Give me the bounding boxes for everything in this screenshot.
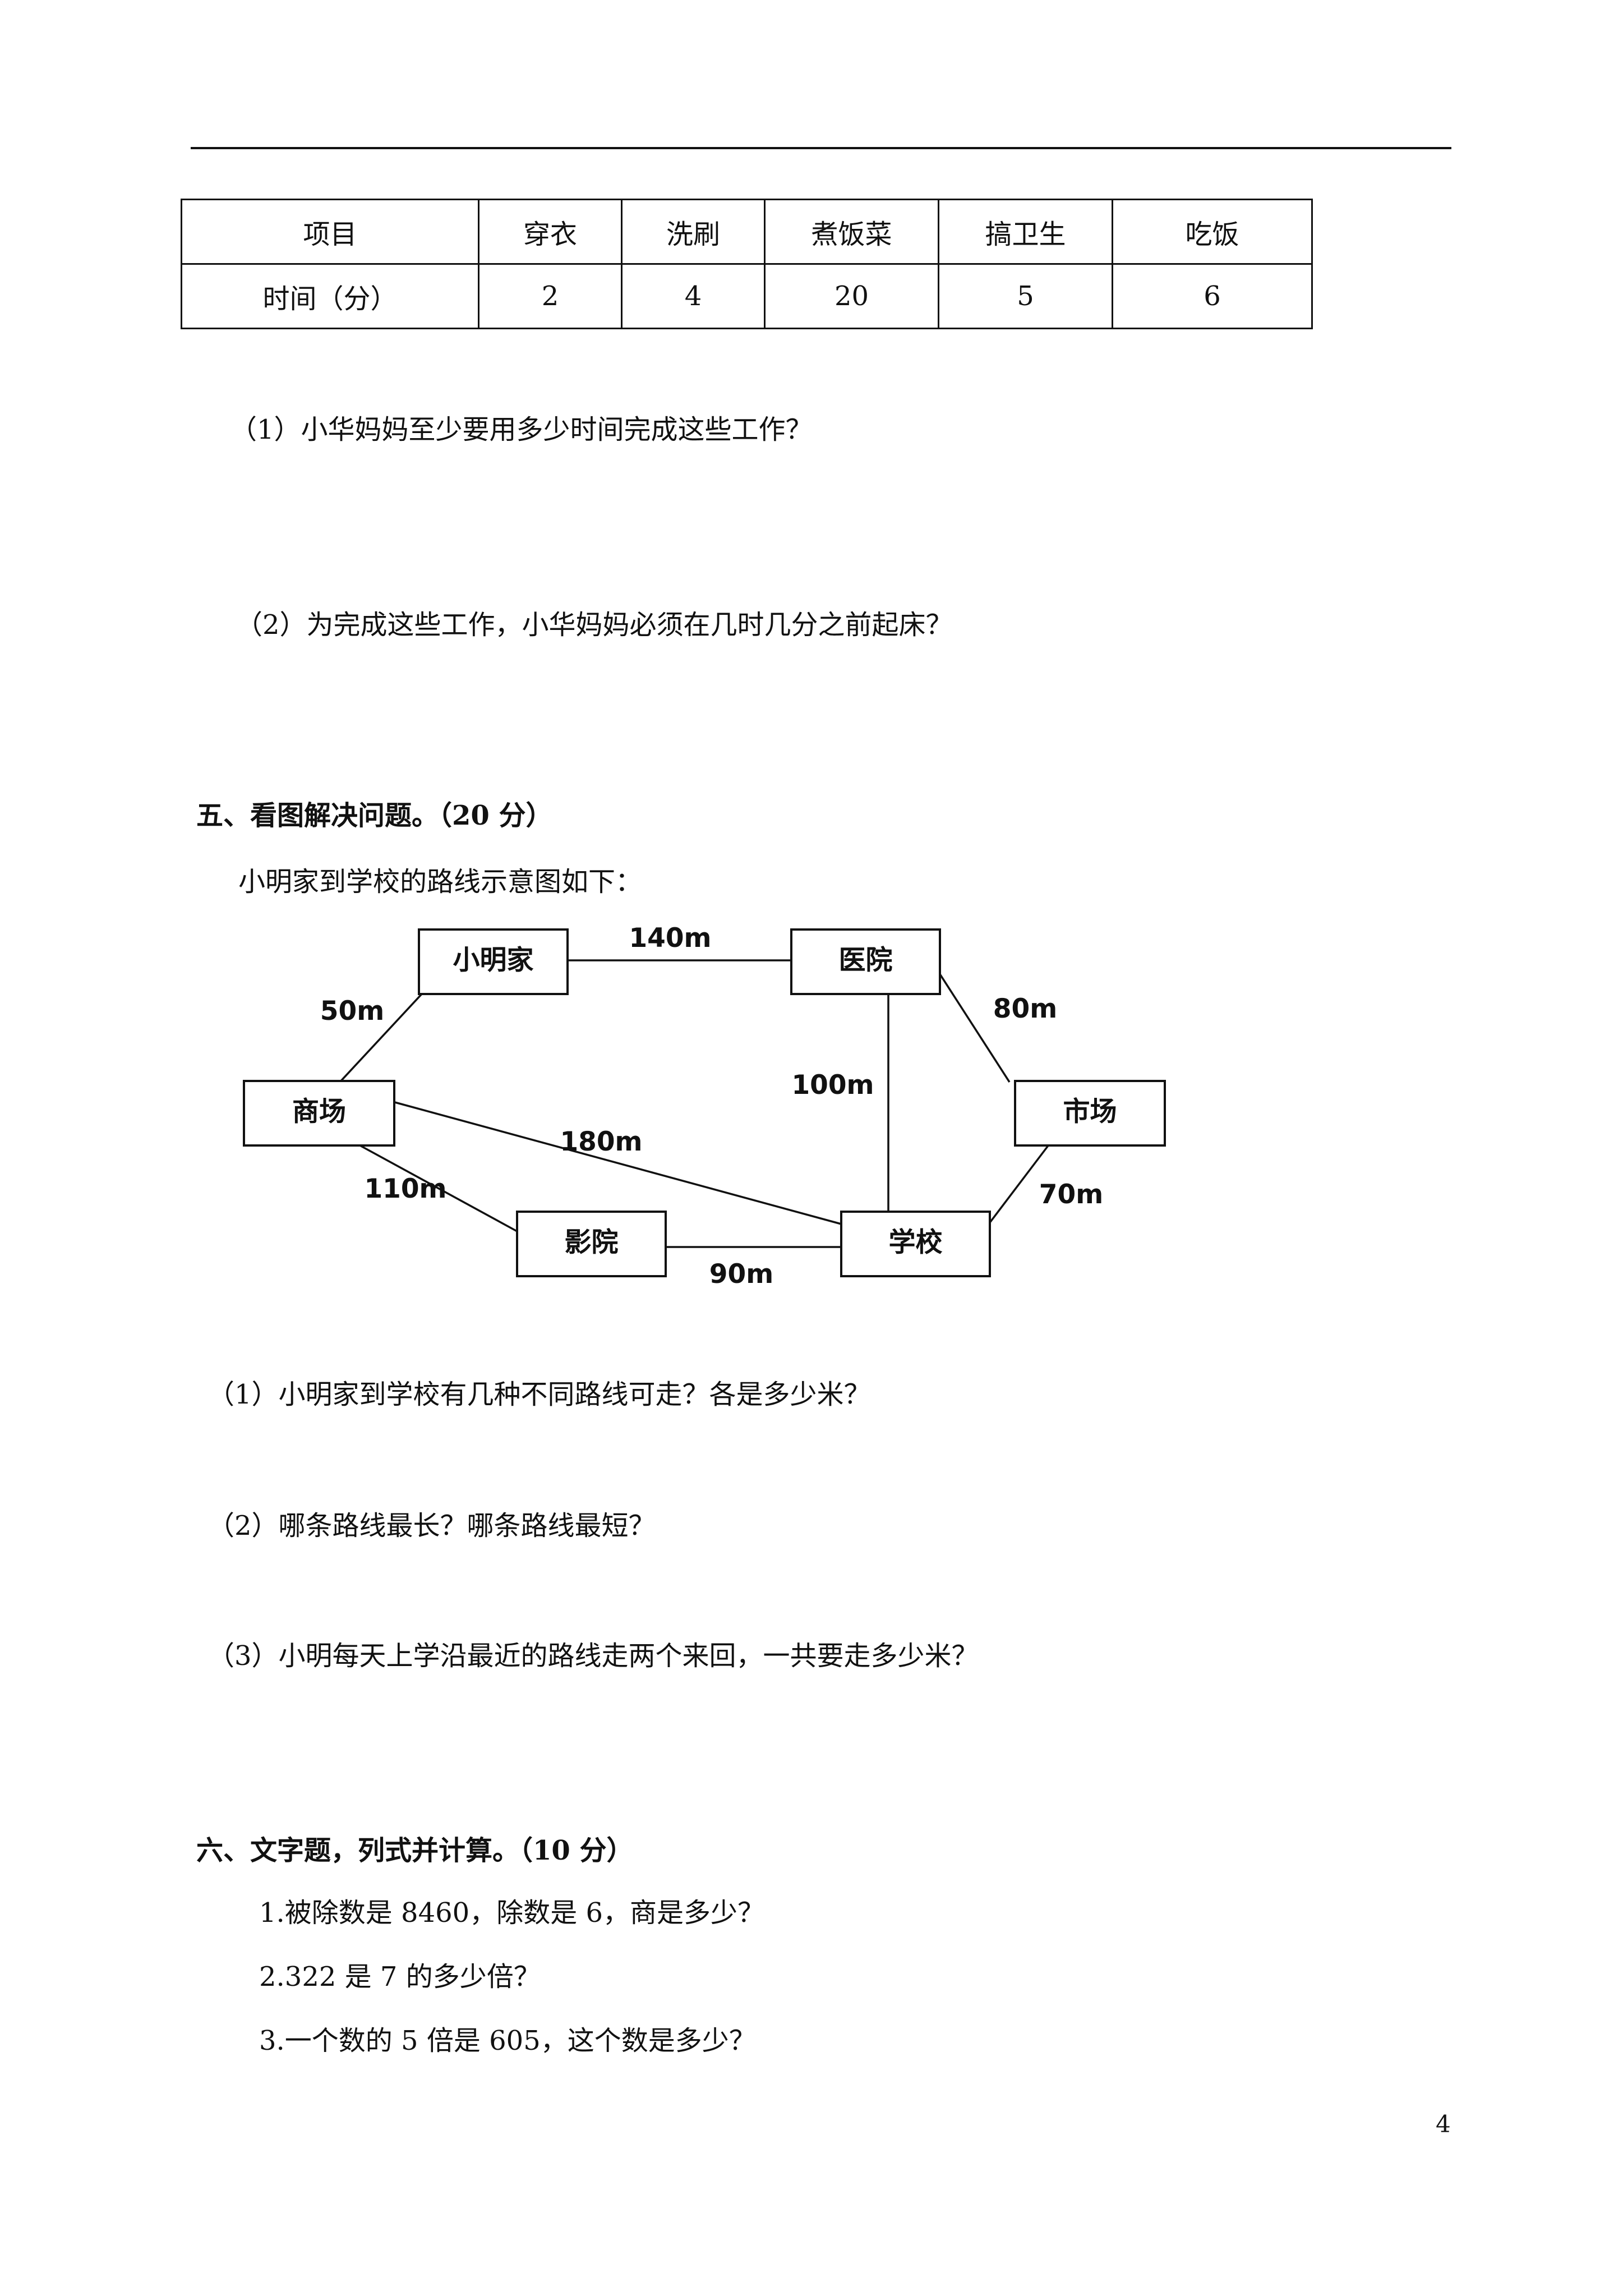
chores-time-table: 项目 穿衣 洗刷 煮饭菜 搞卫生 吃饭 时间（分） 2 4 20 5 6	[181, 199, 1313, 329]
table-cell: 洗刷	[621, 199, 766, 265]
question-5-1: （1）小明家到学校有几种不同路线可走？各是多少米？	[208, 1379, 871, 1410]
question-4-2: （2）为完成这些工作，小华妈妈必须在几时几分之前起床？	[236, 609, 953, 641]
road-mall-school	[394, 1101, 842, 1225]
table-cell: 煮饭菜	[764, 199, 939, 265]
section-5-intro: 小明家到学校的路线示意图如下：	[238, 866, 643, 898]
distance-hospital-school: 100m	[791, 1070, 874, 1101]
node-mall-label: 商场	[292, 1096, 346, 1128]
section-6-heading: 六、文字题，列式并计算。（10 分）	[196, 1835, 634, 1866]
node-home: 小明家	[418, 928, 569, 995]
node-market: 市场	[1014, 1080, 1166, 1147]
road-hospital-market	[938, 973, 1011, 1083]
node-hospital: 医院	[790, 928, 941, 995]
route-diagram: 小明家 医院 商场 市场 影院 学校 140m 50m 80m 100m 180…	[243, 923, 1166, 1290]
question-5-3: （3）小明每天上学沿最近的路线走两个来回，一共要走多少米？	[208, 1640, 979, 1672]
node-cinema-label: 影院	[564, 1227, 618, 1258]
table-cell: 吃饭	[1112, 199, 1313, 265]
table-cell: 搞卫生	[938, 199, 1113, 265]
word-problem-2: 2.322 是 7 的多少倍？	[259, 1961, 541, 1993]
road-mall-cinema	[358, 1144, 518, 1232]
node-market-label: 市场	[1063, 1096, 1117, 1128]
distance-mall-cinema: 110m	[364, 1174, 446, 1204]
table-header-row: 项目 穿衣 洗刷 煮饭菜 搞卫生 吃饭	[181, 199, 1313, 265]
question-5-2: （2）哪条路线最长？哪条路线最短？	[208, 1510, 656, 1542]
table-cell: 4	[621, 263, 766, 329]
node-school: 学校	[840, 1211, 991, 1277]
question-4-1: （1）小华妈妈至少要用多少时间完成这些工作？	[230, 414, 813, 445]
road-market-school	[984, 1144, 1050, 1230]
distance-mall-school: 180m	[560, 1126, 642, 1157]
distance-cinema-school: 90m	[709, 1259, 773, 1290]
table-cell: 5	[938, 263, 1113, 329]
table-cell: 时间（分）	[181, 263, 479, 329]
node-cinema: 影院	[516, 1211, 667, 1277]
word-problem-1: 1.被除数是 8460，除数是 6，商是多少？	[259, 1897, 765, 1929]
table-cell: 穿衣	[478, 199, 623, 265]
table-row: 时间（分） 2 4 20 5 6	[181, 263, 1313, 329]
road-home-mall	[339, 993, 423, 1083]
distance-market-school: 70m	[1039, 1179, 1103, 1210]
distance-home-hospital: 140m	[629, 923, 711, 954]
table-cell: 项目	[181, 199, 479, 265]
node-mall: 商场	[243, 1080, 395, 1147]
table-cell: 6	[1112, 263, 1313, 329]
word-problem-3: 3.一个数的 5 倍是 605，这个数是多少？	[259, 2025, 756, 2056]
distance-hospital-market: 80m	[993, 993, 1057, 1024]
header-rule	[191, 147, 1451, 149]
node-hospital-label: 医院	[838, 945, 892, 976]
page-number: 4	[1436, 2110, 1451, 2138]
node-home-label: 小明家	[453, 945, 533, 976]
section-5-heading: 五、看图解决问题。（20 分）	[196, 800, 553, 831]
distance-home-mall: 50m	[320, 996, 384, 1027]
node-school-label: 学校	[888, 1227, 942, 1258]
table-cell: 2	[478, 263, 623, 329]
table-cell: 20	[764, 263, 939, 329]
